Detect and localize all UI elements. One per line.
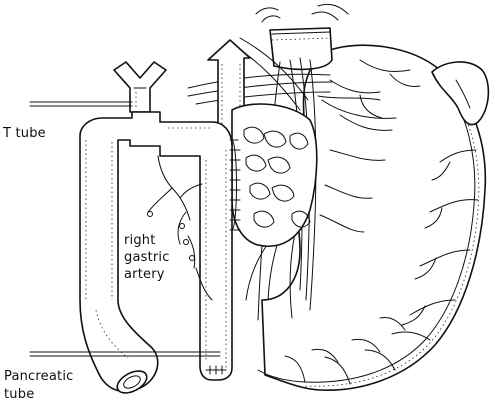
t-tube [114,62,166,112]
pancreatic-label-line1: Pancreatic [4,368,74,386]
t-tube-label: T tube [3,126,46,142]
pancreatic-tube-label: Pancreatic tube [4,368,74,404]
artery-label-line2: gastric [124,249,170,266]
suture-marks [256,4,348,22]
pancreatic-label-line2: tube [4,386,74,404]
artery-label-line3: artery [124,266,170,283]
artery-label-line1: right [124,232,170,249]
right-gastric-artery-label: right gastric artery [124,232,170,283]
pancreas-mass [232,104,317,246]
